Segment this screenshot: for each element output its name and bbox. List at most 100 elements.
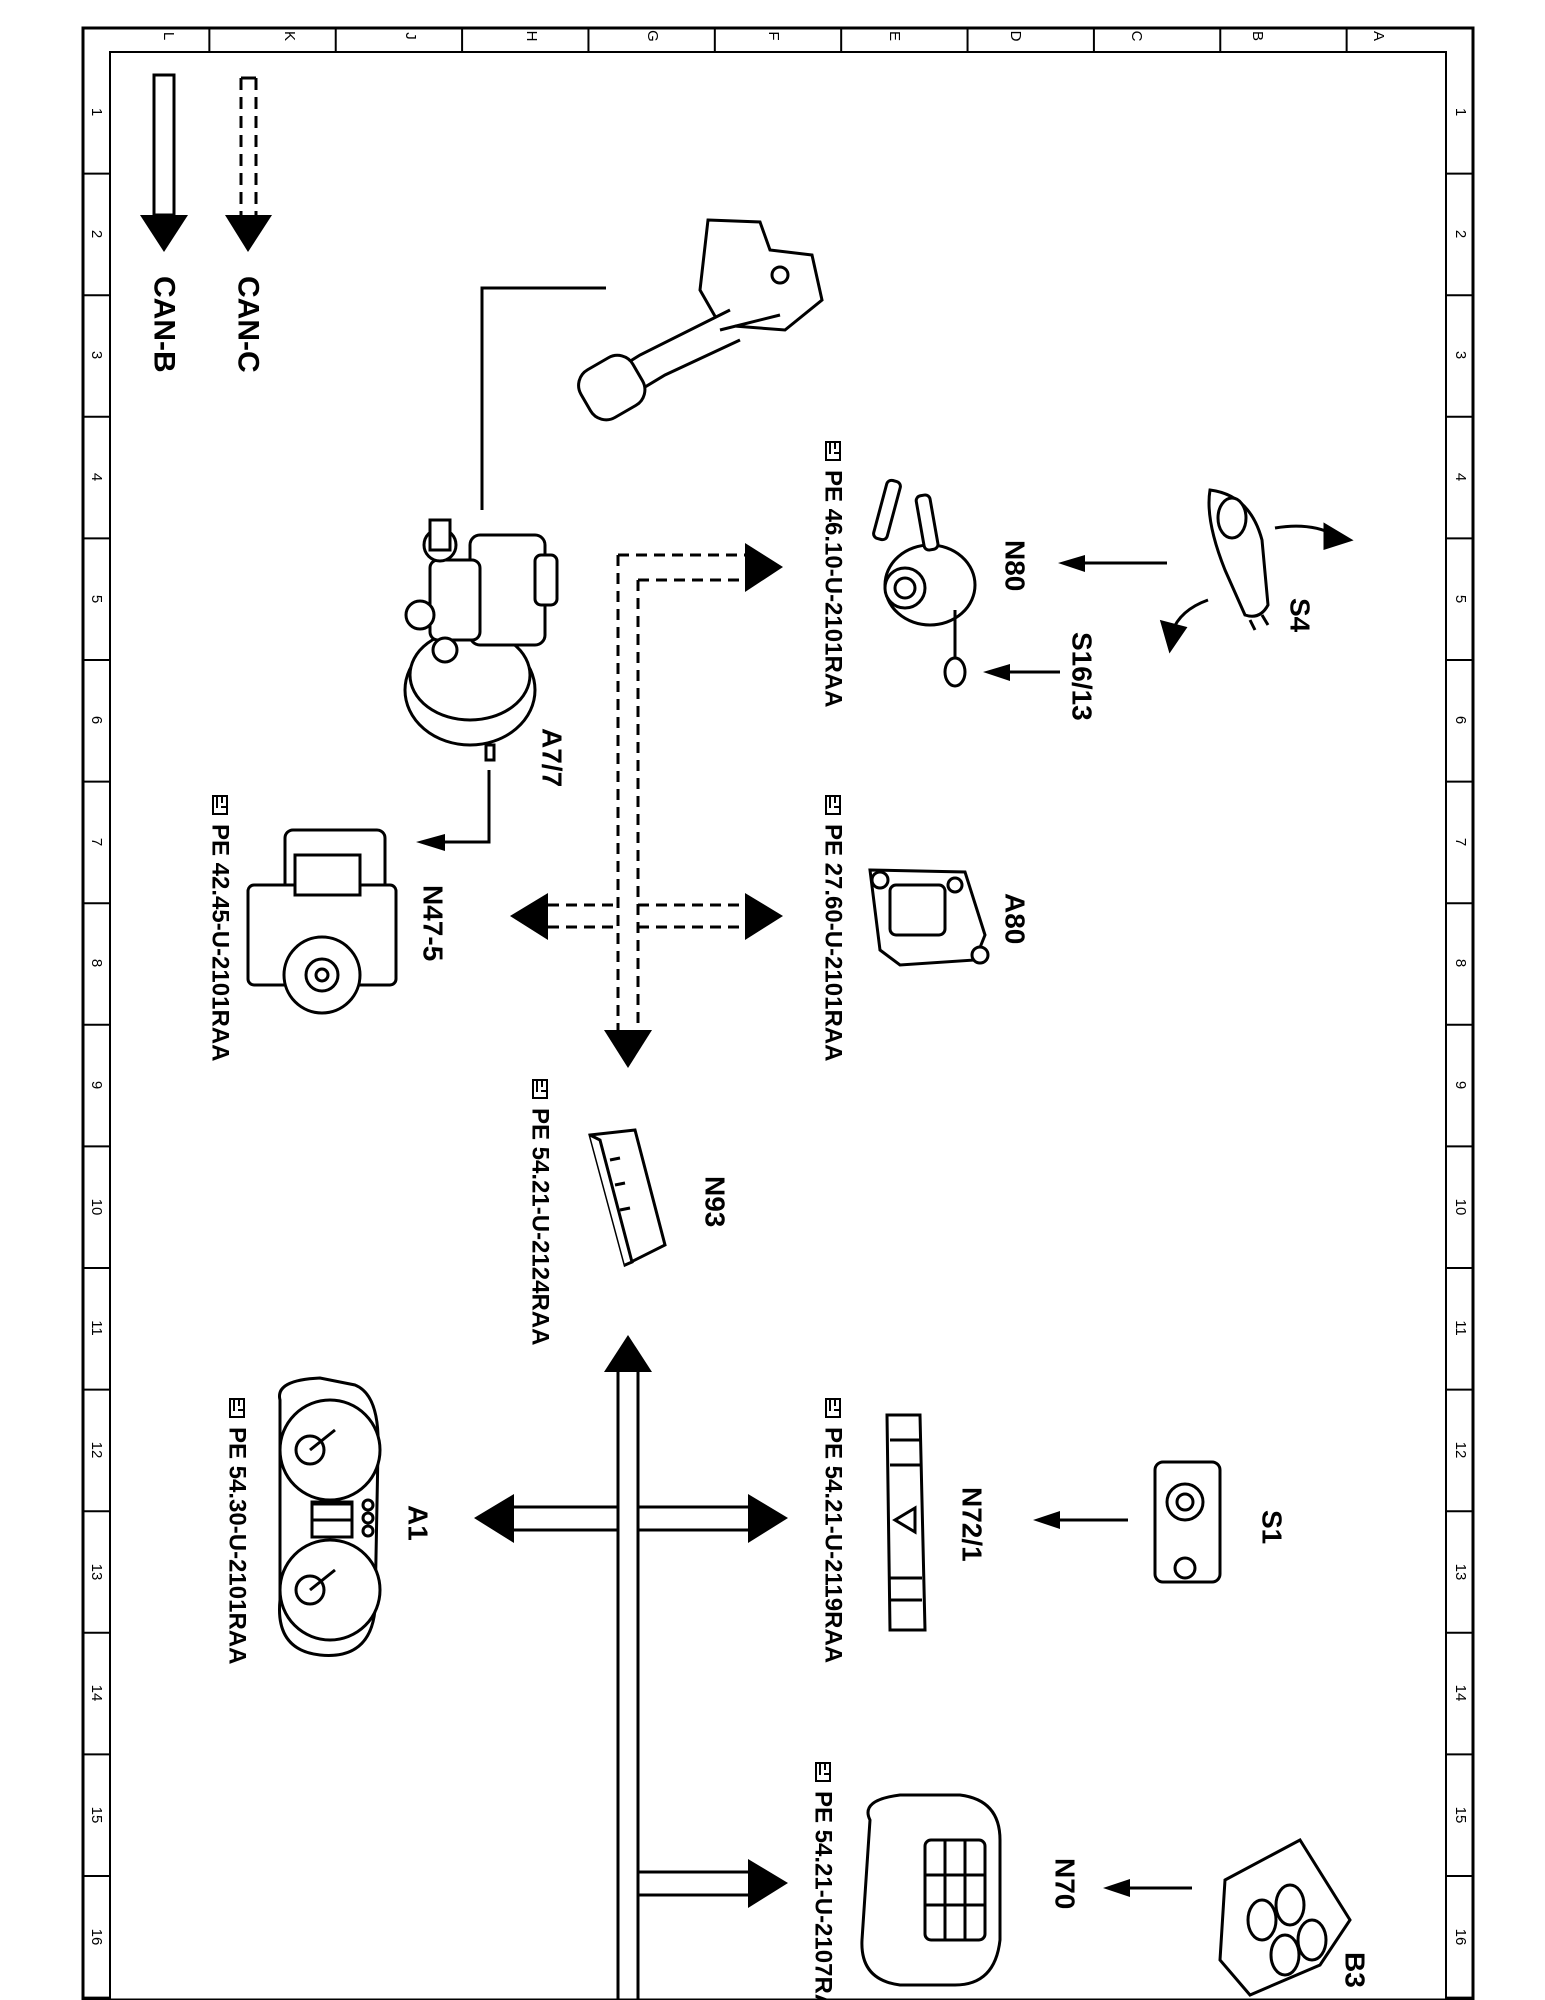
label-n72-1: N72/1	[957, 1487, 988, 1562]
legend-can-c-arrow	[225, 76, 272, 252]
row-label-10: 10	[88, 1199, 105, 1216]
label-s16-13: S16/13	[1067, 632, 1098, 721]
legend-can-b-label: CAN-B	[148, 276, 181, 373]
arrow-to-n70	[748, 1859, 788, 1908]
row-label-right-4: 4	[1452, 473, 1469, 481]
row-label-4: 4	[88, 473, 105, 481]
legend-can-c-label: CAN-C	[232, 276, 265, 373]
row-label-right-16: 16	[1452, 1929, 1469, 1946]
row-label-right-11: 11	[1452, 1320, 1469, 1336]
ref-n47-5: PE 42.45-U-2101RAA	[207, 824, 234, 1061]
row-label-right-2: 2	[1452, 230, 1469, 238]
n70-overhead-control-panel-illustration	[860, 1793, 1002, 1987]
column-labels: L K J H G F E D C B A	[160, 30, 1387, 42]
n72-1-switch-panel-illustration	[885, 1413, 927, 1632]
row-label-right-15: 15	[1452, 1807, 1469, 1824]
row-label-right-3: 3	[1452, 351, 1469, 359]
legend: CAN-C CAN-B	[140, 73, 272, 373]
reference-labels: PE 46.10-U-2101RAA PE 27.60-U-2101RAA PE…	[207, 441, 847, 2000]
row-label-8: 8	[88, 959, 105, 967]
a7-7-brake-booster-illustration	[403, 518, 559, 762]
ref-a1: PE 54.30-U-2101RAA	[224, 1427, 251, 1664]
row-label-2: 2	[88, 230, 105, 238]
col-label-l: L	[160, 32, 177, 40]
label-n93: N93	[700, 1176, 731, 1227]
row-label-9: 9	[88, 1081, 105, 1089]
label-n47-5: N47-5	[418, 885, 449, 961]
label-a1: A1	[403, 1505, 434, 1541]
pointing-hand-icon	[825, 441, 841, 461]
pointing-hand-icon	[229, 1398, 245, 1418]
col-label-a: A	[1370, 31, 1387, 41]
pointing-hand-icon	[825, 1398, 841, 1418]
pointing-hand-icon	[825, 795, 841, 815]
row-label-15: 15	[88, 1807, 105, 1824]
row-label-16: 16	[88, 1929, 105, 1946]
row-label-right-10: 10	[1452, 1199, 1469, 1216]
pointing-hand-icon	[212, 795, 228, 815]
n93-central-gateway-illustration	[588, 1128, 667, 1268]
can-c-arrowheads	[510, 543, 783, 1068]
a1-instrument-cluster-illustration	[278, 1376, 382, 1657]
a80-steering-lock-illustration	[868, 868, 990, 967]
row-label-right-1: 1	[1452, 108, 1469, 116]
ref-a80: PE 27.60-U-2101RAA	[820, 824, 847, 1061]
a7-7-to-n47-5-line	[445, 770, 491, 844]
label-a80: A80	[1000, 893, 1031, 944]
row-label-6: 6	[88, 716, 105, 724]
row-label-right-7: 7	[1452, 838, 1469, 846]
row-label-13: 13	[88, 1564, 105, 1581]
row-label-7: 7	[88, 838, 105, 846]
row-label-right-13: 13	[1452, 1564, 1469, 1581]
row-label-right-14: 14	[1452, 1685, 1469, 1702]
arrow-to-a1	[474, 1494, 514, 1543]
col-label-d: D	[1007, 31, 1024, 42]
ref-n70: PE 54.21-U-2107RA	[810, 1791, 837, 2000]
arrow-up-n93	[604, 1335, 652, 1372]
col-label-j: J	[402, 32, 419, 40]
drawing-frame	[81, 26, 1475, 2000]
label-s1: S1	[1257, 1510, 1288, 1544]
row-label-right-8: 8	[1452, 959, 1469, 967]
col-label-f: F	[765, 31, 782, 40]
col-label-c: C	[1128, 31, 1145, 42]
col-label-g: G	[644, 30, 661, 42]
s1-light-switch-illustration	[1153, 1460, 1222, 1584]
row-label-right-9: 9	[1452, 1081, 1469, 1089]
row-label-5: 5	[88, 595, 105, 603]
arrow-to-n93	[604, 1030, 652, 1068]
brake-pedal-line	[480, 286, 606, 510]
ref-n93: PE 54.21-U-2124RAA	[527, 1108, 554, 1345]
can-b-bus	[514, 1372, 748, 2000]
pointing-hand-icon	[815, 1762, 831, 1782]
arrow-to-n47-5	[510, 893, 548, 940]
n47-5-abs-unit-illustration	[246, 828, 398, 1015]
label-s4: S4	[1285, 598, 1316, 633]
pointing-hand-icon	[532, 1079, 548, 1099]
signal-arrowheads	[416, 555, 1130, 1897]
col-label-h: H	[523, 31, 540, 42]
row-label-right-5: 5	[1452, 595, 1469, 603]
label-n80: N80	[1000, 540, 1031, 591]
arrow-to-n72-1	[748, 1494, 788, 1543]
arrow-to-a80	[745, 893, 783, 940]
row-ticks	[83, 172, 1473, 1999]
ref-n80: PE 46.10-U-2101RAA	[820, 470, 847, 707]
s4-combination-switch-illustration	[1159, 488, 1354, 654]
row-label-11: 11	[88, 1320, 105, 1336]
label-a7-7: A7/7	[537, 728, 568, 787]
can-c-bus	[548, 553, 745, 1030]
row-label-14: 14	[88, 1685, 105, 1702]
row-label-12: 12	[88, 1442, 105, 1459]
col-label-k: K	[281, 31, 298, 41]
col-label-e: E	[886, 31, 903, 41]
component-labels: S4 N80 S16/13 A7/7 N47-5 A80 N93 A1 N72/…	[403, 540, 1371, 1988]
label-b3: B3	[1340, 1952, 1371, 1988]
row-labels-right: 1 2 3 4 5 6 7 8 9 10 11 12 13 14 15 16	[1452, 108, 1469, 1946]
row-label-1: 1	[88, 108, 105, 116]
legend-can-b-arrow	[140, 73, 188, 252]
row-label-right-6: 6	[1452, 716, 1469, 724]
row-label-right-12: 12	[1452, 1442, 1469, 1459]
row-labels-left: 1 2 3 4 5 6 7 8 9 10 11 12 13 14 15 16	[88, 108, 105, 1946]
